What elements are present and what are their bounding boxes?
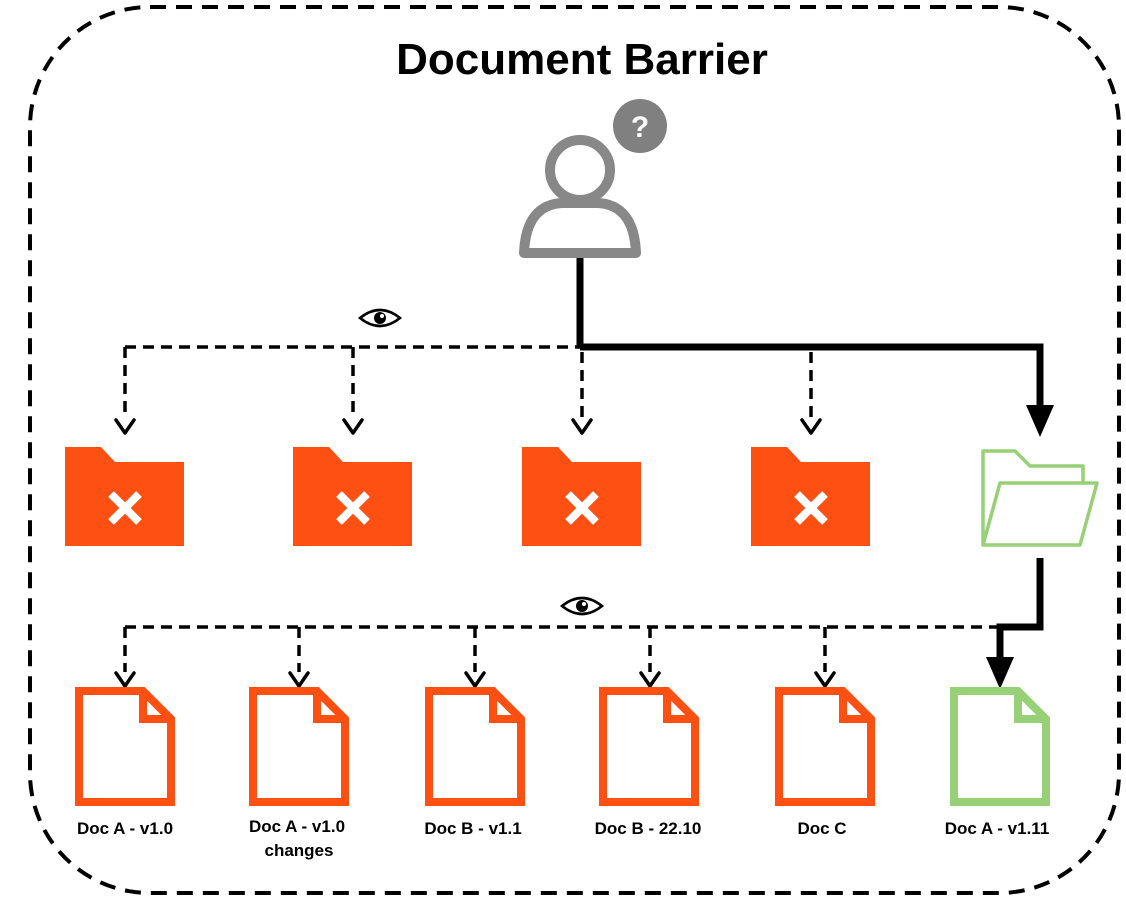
question-badge-text: ?	[631, 111, 649, 144]
document-label: Doc A - v1.0	[249, 817, 345, 836]
document-denied-4	[599, 687, 699, 806]
folder-denied-1	[65, 447, 184, 546]
user-icon	[519, 135, 641, 258]
folder-connectors	[114, 258, 1054, 437]
document-denied-2	[249, 687, 349, 806]
document-label: Doc B - 22.10	[595, 819, 702, 838]
folder-denied-4	[751, 447, 870, 546]
document-label: changes	[265, 841, 334, 860]
document-label: Doc A - v1.0	[77, 819, 173, 838]
question-badge: ?	[613, 99, 667, 153]
folder-open-icon	[981, 449, 1099, 547]
diagram-title: Document Barrier	[396, 35, 768, 84]
document-denied-3	[425, 687, 525, 806]
document-connectors	[114, 558, 1044, 689]
document-allowed	[950, 687, 1050, 806]
barrier-boundary	[28, 5, 1121, 895]
document-label: Doc C	[797, 819, 846, 838]
document-denied-1	[75, 687, 175, 806]
document-label: Doc B - v1.1	[424, 819, 521, 838]
eye-icon-documents	[560, 596, 604, 616]
folder-denied-2	[293, 447, 412, 546]
folder-denied-3	[522, 447, 641, 546]
eye-icon-folders	[358, 308, 402, 328]
document-denied-5	[775, 687, 875, 806]
document-label: Doc A - v1.11	[945, 819, 1050, 838]
